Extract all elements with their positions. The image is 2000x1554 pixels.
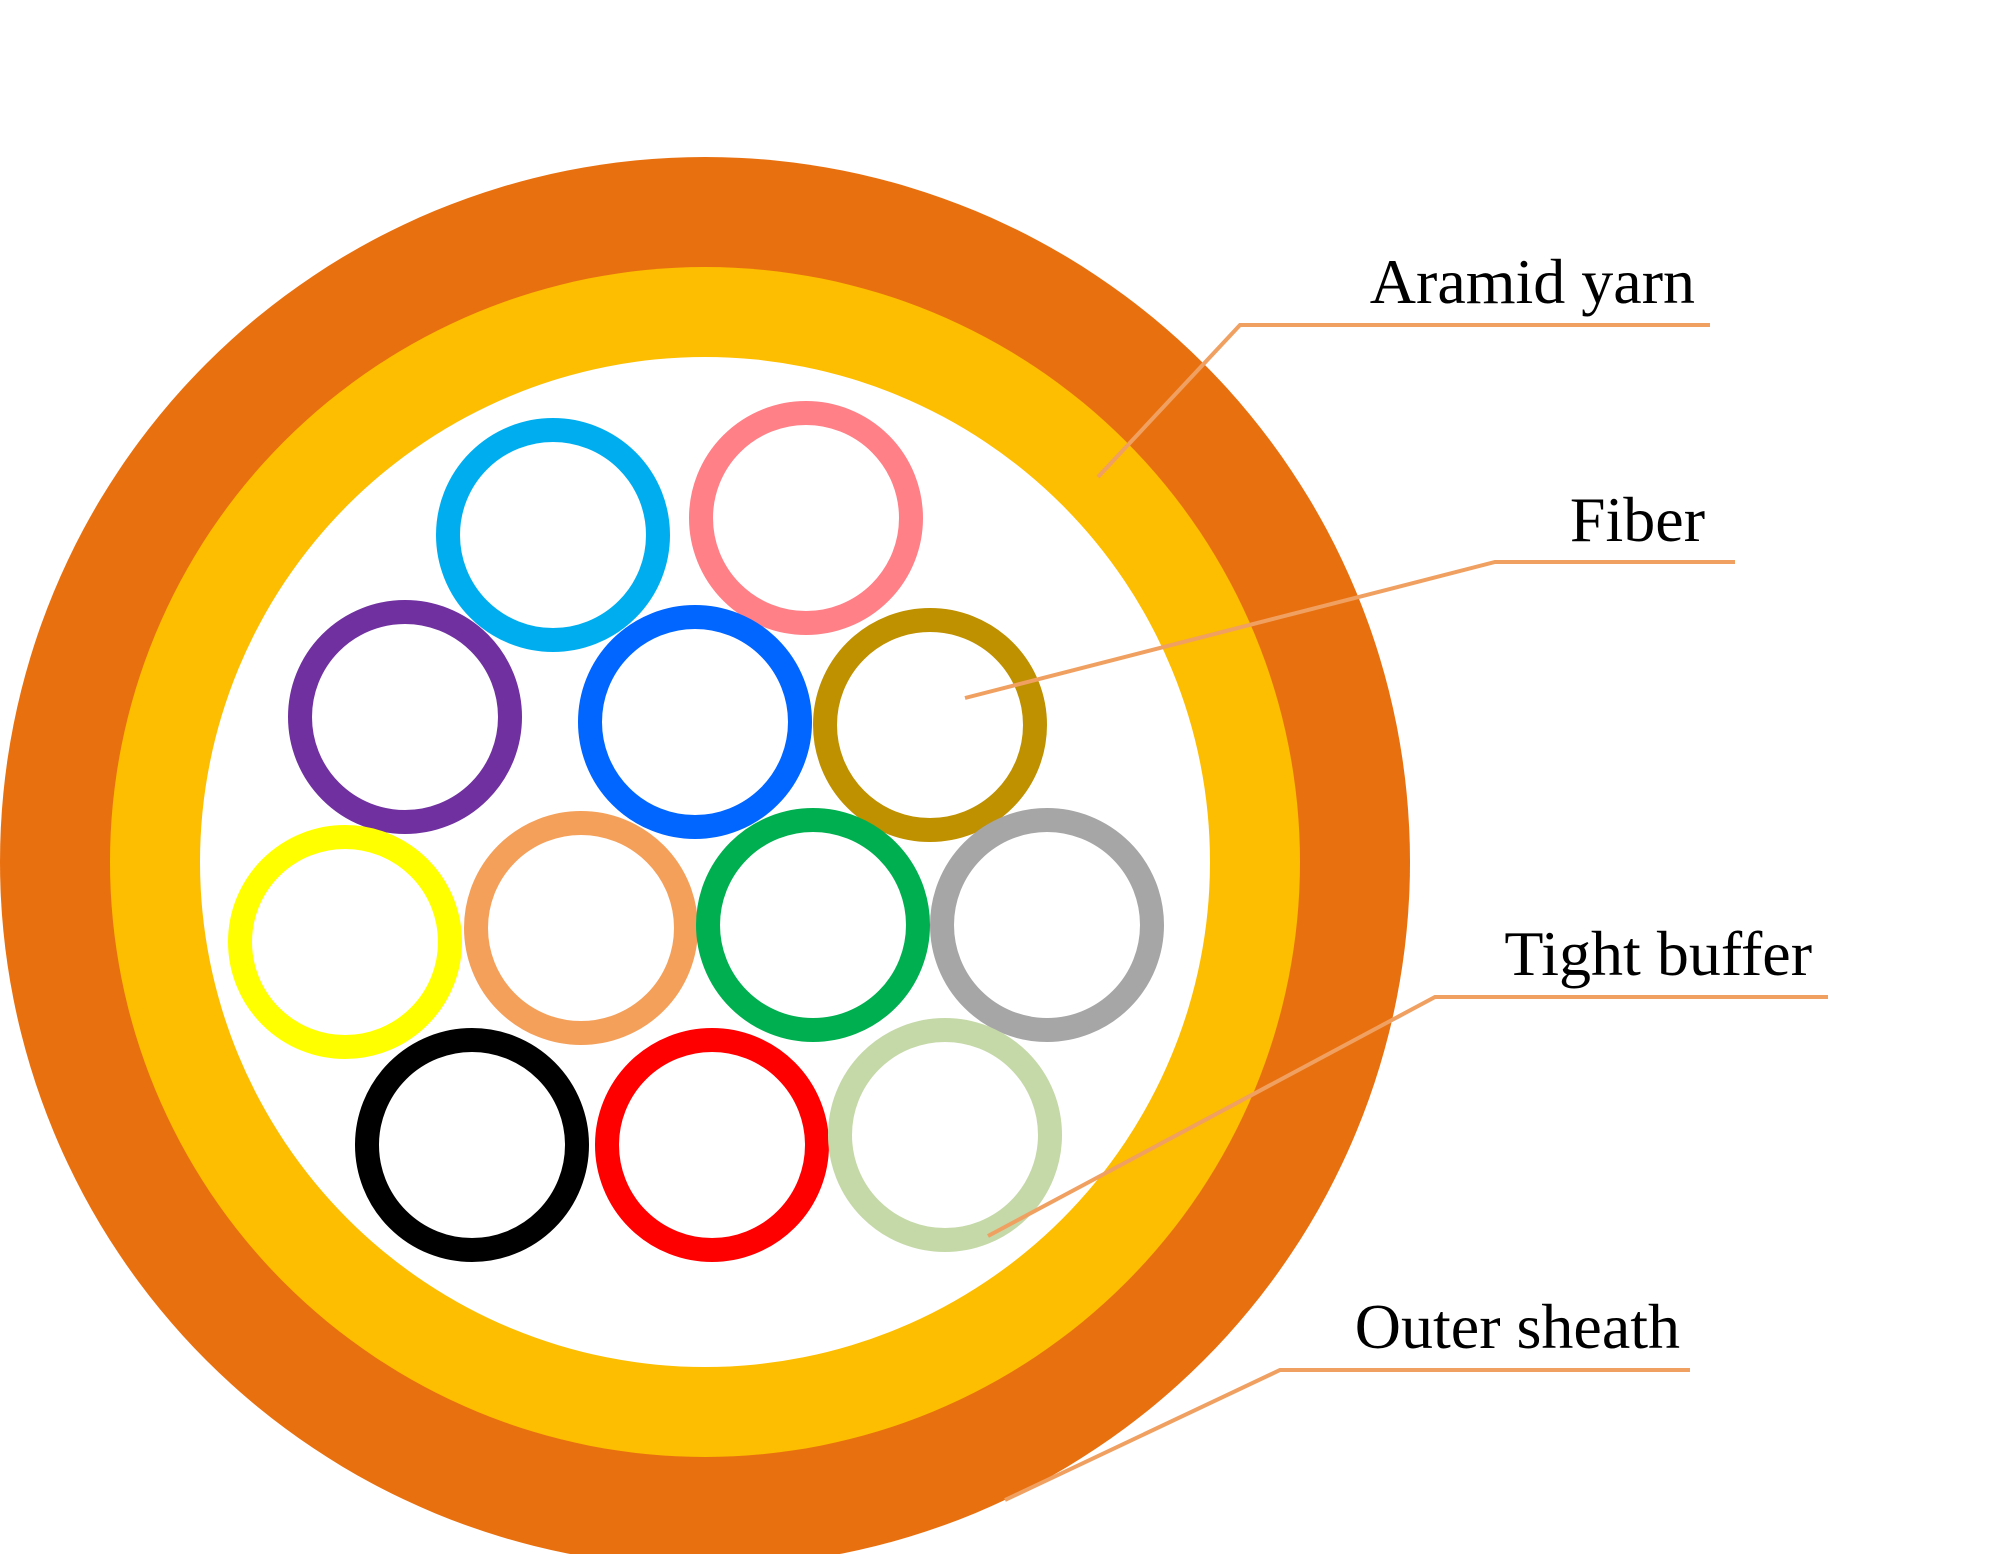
tight-buffer-ring [578, 605, 812, 839]
tight-buffer-ring [813, 608, 1047, 842]
aramid-yarn-leader-line [1096, 323, 1710, 479]
tight-buffer-ring [288, 600, 522, 834]
tight-buffer-ring [436, 418, 670, 652]
fiber-leader-line [964, 560, 1735, 700]
aramid-yarn-label: Aramid yarn [1370, 246, 1695, 317]
tight-buffer-ring [689, 401, 923, 635]
tight-buffer-ring [930, 808, 1164, 1042]
fiber-label: Fiber [1570, 484, 1705, 555]
tight-buffer-ring [464, 811, 698, 1045]
tight-buffer-ring [228, 825, 462, 1059]
tight-buffer-label: Tight buffer [1504, 918, 1812, 989]
tight-buffer-ring [595, 1028, 829, 1262]
outer-sheath-leader-line [1004, 1368, 1690, 1502]
tight-buffer-leader-line [987, 995, 1828, 1238]
tight-buffer-ring [355, 1028, 589, 1262]
tight-buffer-ring [696, 808, 930, 1042]
outer-sheath-label: Outer sheath [1355, 1291, 1680, 1362]
tight-buffer-group [228, 401, 1164, 1262]
tight-buffer-ring [828, 1018, 1062, 1252]
